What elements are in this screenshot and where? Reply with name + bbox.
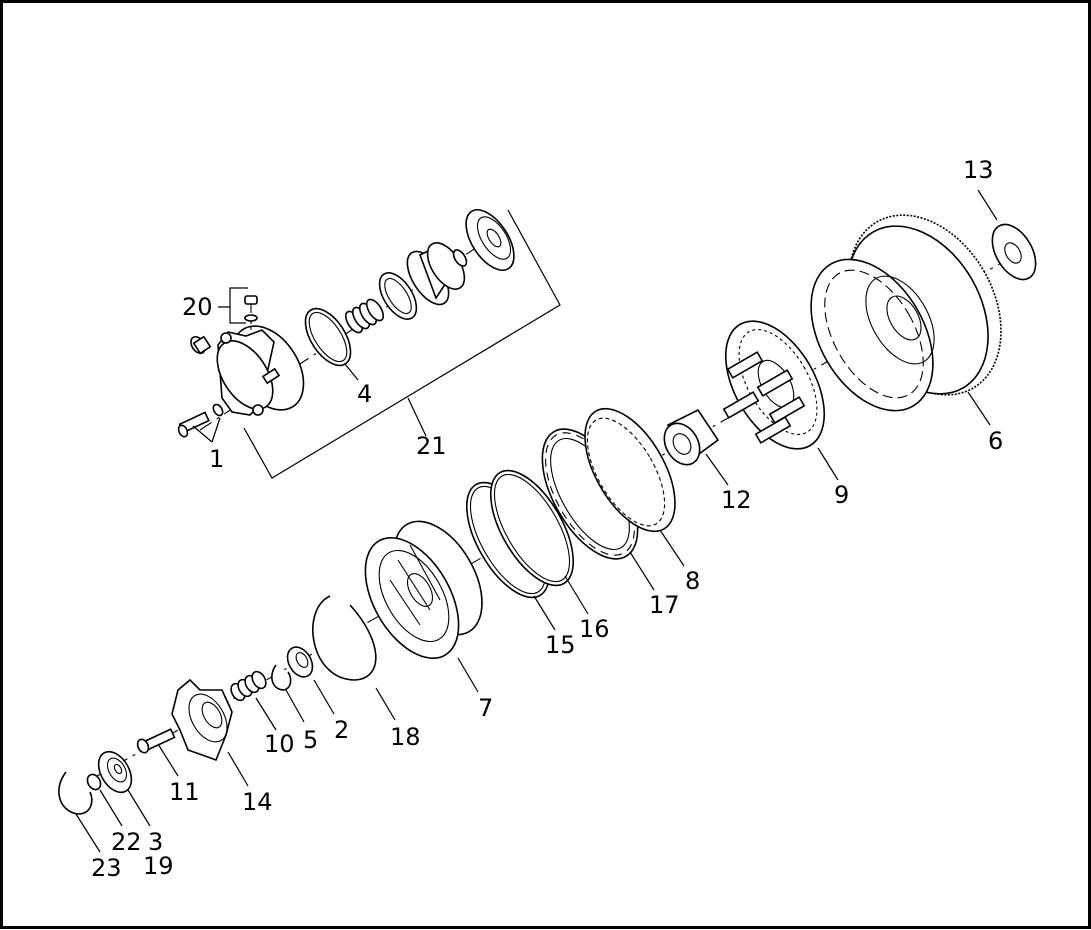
thrust-washer-part — [991, 223, 1037, 281]
callout-18: 18 — [390, 723, 421, 751]
callout-11: 11 — [169, 778, 200, 806]
bushing-part — [663, 408, 720, 466]
callout-5: 5 — [303, 726, 318, 754]
large-retaining-ring-part — [312, 595, 377, 681]
clutch-shell-gear-part — [810, 214, 1002, 412]
cover-screw-part — [177, 403, 224, 438]
bleeder-screw-part — [244, 295, 258, 332]
cover-housing-part — [216, 325, 305, 416]
steel-plate-8-part — [584, 407, 676, 533]
callout-3: 3 — [148, 828, 163, 856]
callout-7: 7 — [478, 694, 493, 722]
callout-14: 14 — [242, 788, 273, 816]
callout-6: 6 — [988, 427, 1003, 455]
callout-12: 12 — [721, 486, 752, 514]
callout-21: 21 — [416, 432, 447, 460]
callout-labels: 1 2 3 4 5 6 7 8 9 10 11 12 13 14 15 16 1… — [91, 156, 1003, 882]
bearing-adjuster-part — [97, 750, 133, 794]
release-piston-part — [406, 242, 468, 306]
spring-plate-16-part — [489, 469, 575, 587]
callout-13: 13 — [963, 156, 994, 184]
snap-ring-part — [271, 664, 292, 691]
callout-2: 2 — [334, 716, 349, 744]
leader-lines — [75, 189, 998, 853]
callout-1: 1 — [209, 445, 224, 473]
clutch-shell-hub-part — [722, 320, 826, 450]
callout-20: 20 — [182, 293, 213, 321]
retaining-ring-part — [58, 771, 93, 815]
callout-17: 17 — [649, 591, 680, 619]
spacer-part — [86, 773, 102, 791]
hub-nut-part — [286, 646, 314, 678]
plug-part — [190, 335, 212, 355]
clutch-hub-part — [364, 520, 483, 660]
callout-22: 22 — [111, 828, 142, 856]
assembly-21-bracket — [243, 209, 561, 479]
bolt-part — [136, 728, 176, 754]
callout-16: 16 — [579, 615, 610, 643]
callout-9: 9 — [834, 481, 849, 509]
callout-23: 23 — [91, 854, 122, 882]
release-cap-part — [465, 209, 515, 271]
pressure-plate-part — [171, 678, 233, 762]
callout-19: 19 — [143, 852, 174, 880]
callout-4: 4 — [357, 380, 372, 408]
release-ring-part — [378, 272, 418, 320]
lower-assembly — [58, 214, 1037, 815]
callout-8: 8 — [685, 567, 700, 595]
release-spring-part — [344, 298, 385, 334]
callout-15: 15 — [545, 631, 576, 659]
upper-assembly — [177, 209, 561, 479]
diaphragm-spring-part — [230, 670, 267, 702]
callout-10: 10 — [264, 730, 295, 758]
